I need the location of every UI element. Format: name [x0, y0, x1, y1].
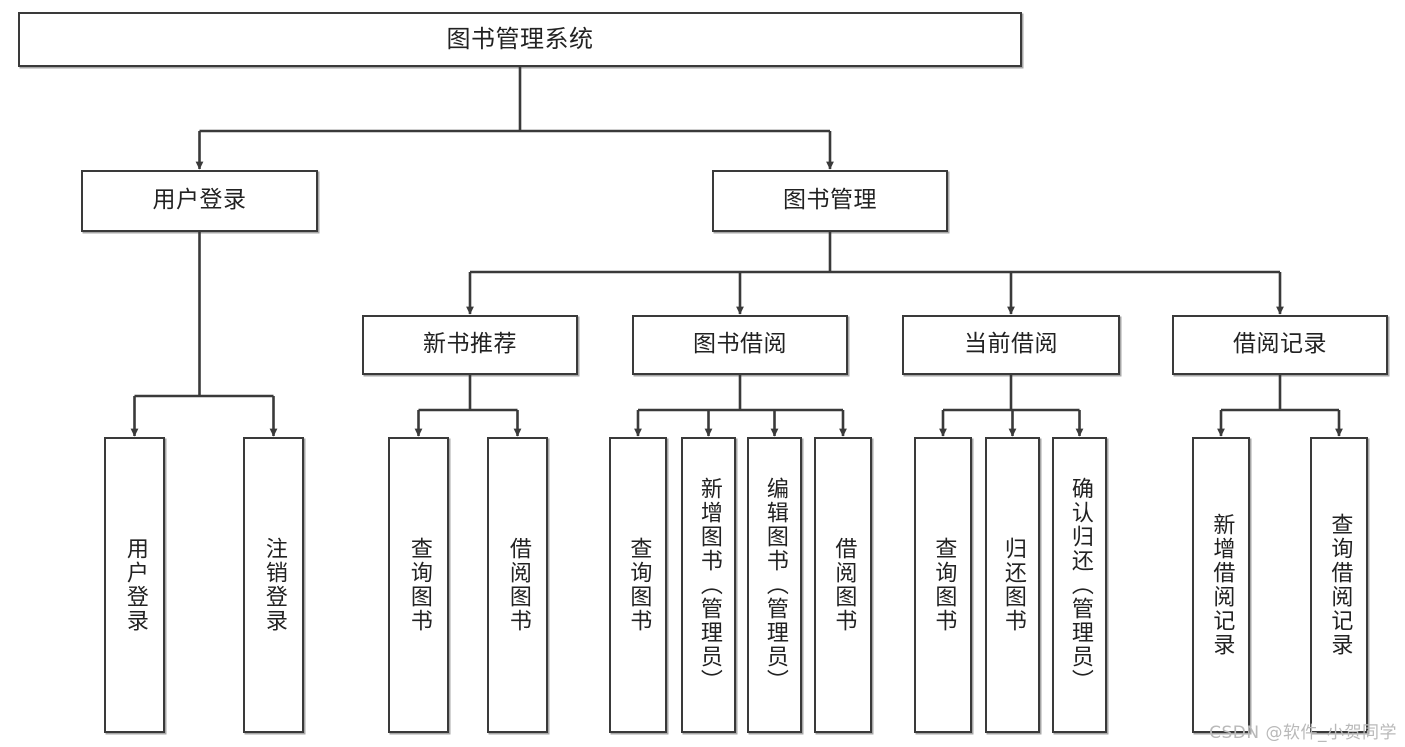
node-level2-0[interactable]: 用户登录 [81, 170, 318, 232]
node-root[interactable]: 图书管理系统 [18, 12, 1022, 67]
node-leaf-12-label: 查询借阅记录 [1327, 513, 1353, 657]
node-leaf-7[interactable]: 借阅图书 [814, 437, 872, 733]
node-leaf-2-label: 查询图书 [406, 537, 432, 633]
node-leaf-0-label: 用户登录 [122, 537, 148, 633]
node-leaf-8[interactable]: 查询图书 [914, 437, 972, 733]
node-level3-2[interactable]: 当前借阅 [902, 315, 1120, 375]
node-leaf-10[interactable]: 确认归还（管理员） [1052, 437, 1107, 733]
node-leaf-0[interactable]: 用户登录 [104, 437, 165, 733]
csdn-watermark: CSDN @软件_小贺同学 [1209, 723, 1397, 743]
node-leaf-7-label: 借阅图书 [831, 537, 857, 633]
node-leaf-4[interactable]: 查询图书 [609, 437, 667, 733]
node-level3-3[interactable]: 借阅记录 [1172, 315, 1388, 375]
node-leaf-3-label: 借阅图书 [505, 537, 531, 633]
node-level3-1[interactable]: 图书借阅 [632, 315, 848, 375]
node-root-label: 图书管理系统 [446, 25, 594, 54]
node-leaf-8-label: 查询图书 [931, 537, 957, 633]
node-leaf-3[interactable]: 借阅图书 [487, 437, 548, 733]
node-leaf-5-label: 新增图书（管理员） [696, 477, 722, 693]
node-leaf-12[interactable]: 查询借阅记录 [1310, 437, 1368, 733]
node-leaf-5[interactable]: 新增图书（管理员） [681, 437, 736, 733]
node-level2-0-label: 用户登录 [152, 187, 247, 214]
node-leaf-9[interactable]: 归还图书 [985, 437, 1040, 733]
node-level3-1-label: 图书借阅 [693, 331, 787, 358]
node-level3-0[interactable]: 新书推荐 [362, 315, 578, 375]
node-level3-2-label: 当前借阅 [964, 331, 1058, 358]
node-level3-0-label: 新书推荐 [423, 331, 517, 358]
node-leaf-6-label: 编辑图书（管理员） [762, 477, 788, 693]
node-leaf-11[interactable]: 新增借阅记录 [1192, 437, 1250, 733]
node-leaf-1[interactable]: 注销登录 [243, 437, 304, 733]
node-leaf-2[interactable]: 查询图书 [388, 437, 449, 733]
node-leaf-4-label: 查询图书 [626, 537, 652, 633]
node-level3-3-label: 借阅记录 [1233, 331, 1327, 358]
node-leaf-11-label: 新增借阅记录 [1209, 513, 1235, 657]
node-leaf-6[interactable]: 编辑图书（管理员） [747, 437, 802, 733]
node-leaf-1-label: 注销登录 [261, 537, 287, 633]
node-leaf-9-label: 归还图书 [1000, 537, 1026, 633]
node-level2-1-label: 图书管理 [783, 187, 877, 214]
node-level2-1[interactable]: 图书管理 [712, 170, 948, 232]
node-leaf-10-label: 确认归还（管理员） [1067, 477, 1093, 693]
